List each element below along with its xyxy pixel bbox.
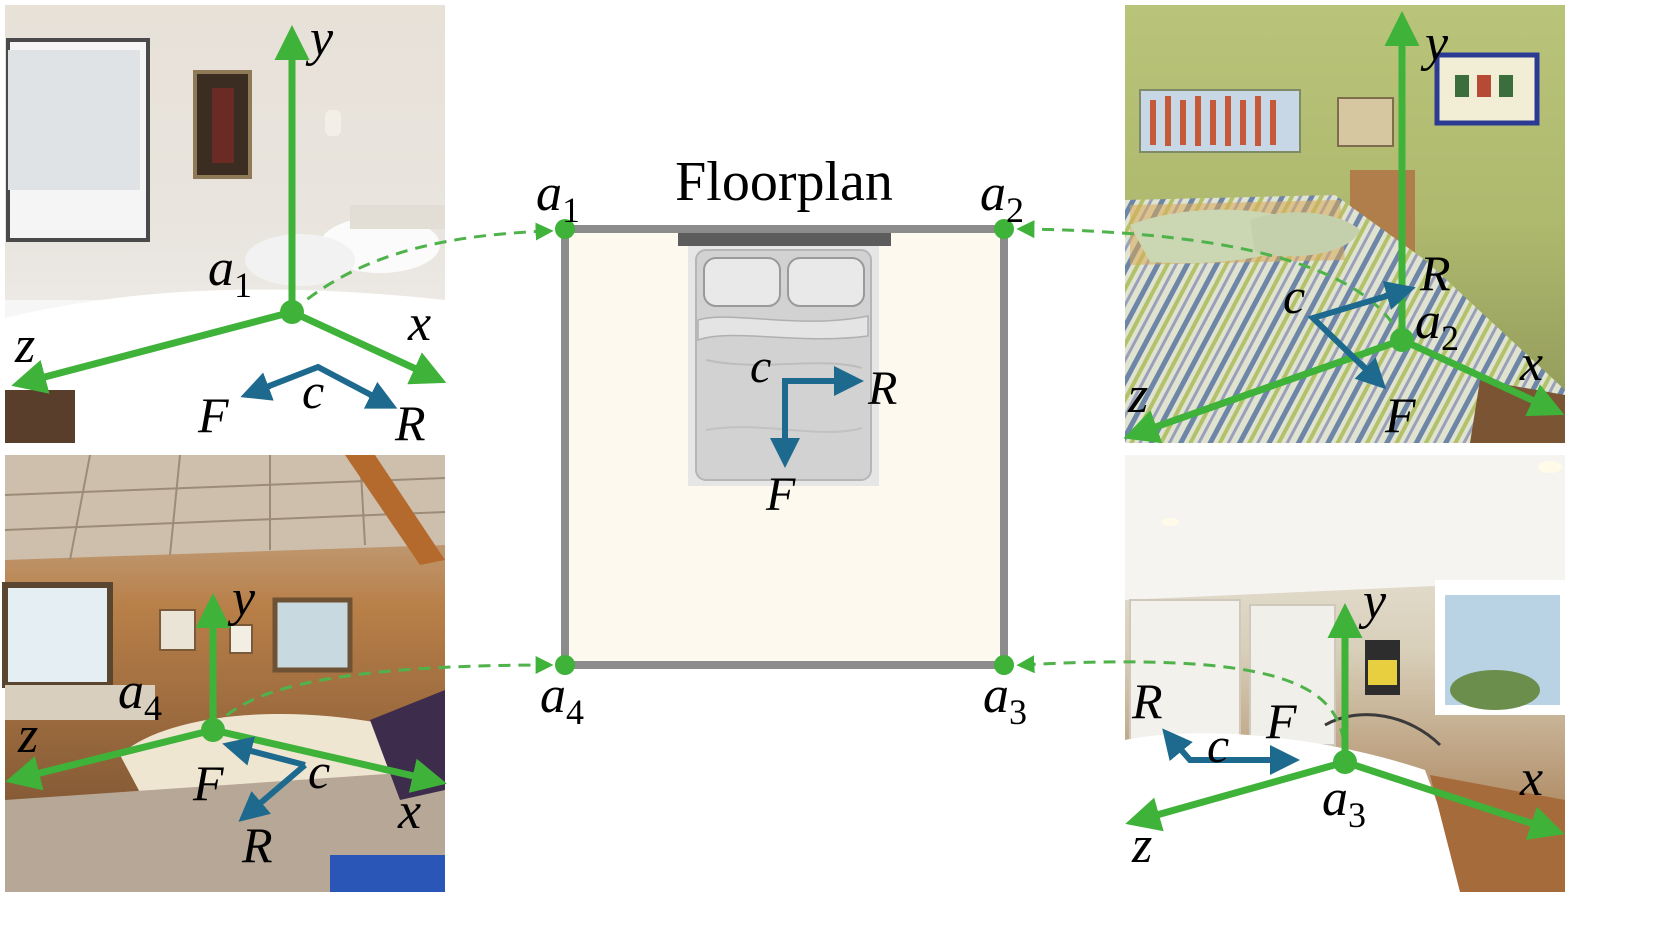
bl-z-axis — [5, 726, 214, 791]
tl-z-axis — [11, 308, 293, 394]
br-r-label: R — [1131, 673, 1163, 729]
dashed-arrow-a2 — [1016, 220, 1404, 341]
bl-c-label: c — [308, 743, 330, 799]
corner-a4-dot — [555, 655, 575, 675]
corner-a3-dot — [994, 655, 1014, 675]
tl-f-label: F — [197, 387, 229, 443]
corner-a3-label: a3 — [983, 667, 1027, 732]
tl-r-label: R — [394, 395, 426, 451]
axes-bottom-left: y z x a4 c F R — [5, 570, 447, 873]
corner-a4-label: a4 — [540, 667, 584, 732]
floorplan-r-label: R — [867, 362, 897, 415]
tr-a-label: a2 — [1415, 293, 1459, 358]
tl-y-label: y — [305, 10, 334, 67]
tl-c-label: c — [302, 363, 324, 419]
br-x-axis — [1343, 758, 1565, 840]
br-y-label: y — [1358, 573, 1387, 630]
photo-top-left — [5, 5, 445, 443]
corner-a1-dot — [555, 219, 575, 239]
tl-z-label: z — [14, 317, 35, 374]
bl-y-label: y — [227, 570, 256, 627]
tl-a-label: a1 — [208, 240, 252, 305]
dashed-arrow-a4 — [211, 656, 554, 731]
tr-x-axis — [1400, 336, 1565, 417]
tr-r-label: R — [1419, 245, 1451, 301]
photo-bottom-left — [2, 454, 446, 892]
photo-top-right — [1125, 5, 1565, 443]
br-z-axis — [1125, 758, 1346, 832]
br-f-label: F — [1265, 693, 1297, 749]
floorplan: c R F Floorplan a1 a2 a4 a3 — [536, 151, 1027, 732]
tr-f-label: F — [1384, 387, 1416, 443]
dashed-arrow-a1 — [290, 222, 554, 314]
tr-x-label: x — [1519, 335, 1543, 392]
corner-a2-dot — [994, 219, 1014, 239]
floorplan-title: Floorplan — [675, 151, 893, 213]
bl-r-label: R — [241, 817, 273, 873]
bl-f-arrow — [222, 736, 306, 768]
br-c-label: c — [1207, 717, 1229, 773]
axes-top-left: y z x a1 c F R — [11, 10, 447, 451]
bl-x-label: x — [397, 783, 421, 840]
br-x-label: x — [1519, 750, 1543, 807]
br-a-label: a3 — [1322, 770, 1366, 835]
tr-c-label: c — [1283, 268, 1305, 324]
floorplan-f-label: F — [765, 468, 796, 521]
br-z-label: z — [1131, 817, 1152, 874]
tl-x-axis — [290, 308, 447, 385]
bl-a-label: a4 — [118, 663, 162, 728]
axes-top-right: y z x a2 c F R — [1123, 11, 1565, 444]
corner-a1-label: a1 — [536, 165, 580, 230]
bl-r-arrow — [238, 762, 307, 822]
bl-f-label: F — [192, 755, 224, 811]
bl-z-label: z — [17, 707, 38, 764]
tl-x-label: x — [407, 295, 431, 352]
tr-z-axis — [1123, 336, 1404, 444]
tr-y-label: y — [1420, 15, 1449, 72]
tr-z-label: z — [1127, 367, 1148, 424]
floorplan-c-label: c — [750, 340, 771, 393]
corner-a2-label: a2 — [980, 165, 1024, 230]
axes-bottom-right: y z x a3 c F R — [1125, 573, 1565, 874]
